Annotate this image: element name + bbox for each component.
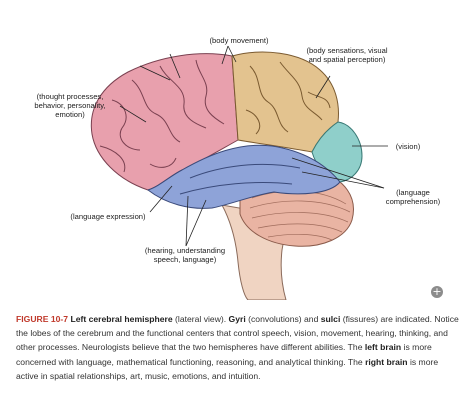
leader-lines xyxy=(119,45,388,247)
figure-number: FIGURE 10-7 xyxy=(16,314,69,324)
label-vision: (vision) xyxy=(395,142,421,151)
caption-text-4: is more concerned with language, mathema… xyxy=(16,342,432,367)
temporal-lobe xyxy=(146,144,341,209)
parietal-gyri xyxy=(245,61,331,135)
label-thought-processes: (thought processes, behavior, personalit… xyxy=(34,92,106,119)
label-language-expression: (language expression) xyxy=(70,212,146,221)
figure-caption: FIGURE 10-7 Left cerebral hemisphere (la… xyxy=(16,312,462,383)
caption-right-brain: right brain xyxy=(365,356,408,367)
label-body-sensations: (body sensations, visual and spatial per… xyxy=(306,46,388,64)
caption-gyri: Gyri xyxy=(228,314,246,324)
caption-text-2: (convolutions) and xyxy=(245,314,321,324)
label-hearing: (hearing, understanding speech, language… xyxy=(144,246,226,264)
brain-diagram xyxy=(90,45,388,300)
temporal-gyri xyxy=(179,163,301,195)
caption-text-3: (fissures) are indicated. Notice the lob… xyxy=(16,314,459,353)
label-language-comprehension: (language comprehension) xyxy=(385,188,441,206)
caption-sulci: sulci xyxy=(320,314,341,324)
caption-left-brain: left brain xyxy=(364,342,402,353)
gyri-lines xyxy=(99,59,225,173)
caption-text-5: is more active in spatial relationships,… xyxy=(16,356,439,381)
caption-text-1: (lateral view). xyxy=(172,314,229,324)
figure-title: Left cerebral hemisphere xyxy=(70,314,173,324)
plus-circle-icon[interactable]: + xyxy=(431,285,443,298)
label-body-movement: (body movement) xyxy=(209,36,269,45)
